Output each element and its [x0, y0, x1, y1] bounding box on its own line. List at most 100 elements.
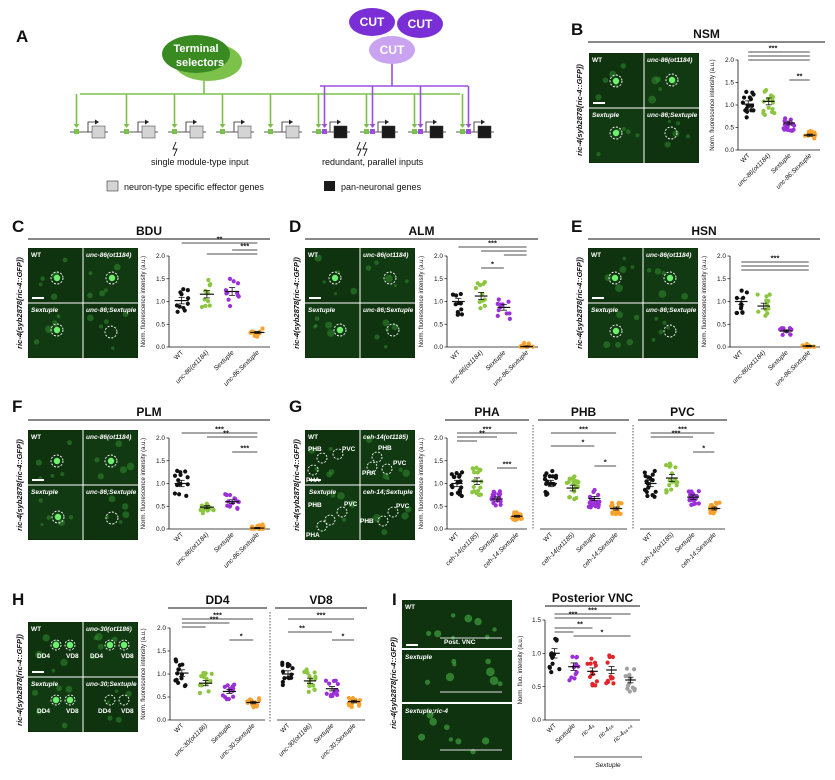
ts-arrowhead — [171, 124, 178, 128]
data-point — [323, 678, 329, 683]
gfp-signal — [654, 316, 659, 321]
data-point — [653, 489, 658, 494]
gfp-signal — [333, 292, 338, 296]
data-point — [696, 489, 701, 494]
data-point — [181, 287, 186, 292]
significance-label: ** — [479, 429, 485, 438]
data-point — [650, 472, 655, 477]
data-point — [567, 495, 572, 500]
data-point — [611, 681, 616, 686]
gfp-signal — [337, 492, 345, 500]
x-tick-label: WT — [642, 531, 654, 543]
gfp-neuron — [668, 76, 676, 84]
data-point — [205, 299, 211, 304]
neuron-label: PVC — [344, 501, 358, 508]
data-point — [252, 333, 257, 339]
y-tick-label: 1.5 — [157, 648, 166, 655]
data-point — [691, 497, 696, 502]
neuron-dashed-circle — [324, 514, 336, 526]
data-point — [571, 482, 576, 487]
data-point — [744, 89, 749, 94]
data-point — [172, 473, 178, 478]
gfp-signal — [604, 274, 612, 282]
neuron-dashed-circle — [332, 448, 344, 460]
ts-motif — [124, 129, 129, 134]
gfp-signal — [366, 437, 373, 444]
ts-arrowhead — [411, 124, 418, 128]
data-point — [175, 468, 180, 473]
panel-label-g: G — [289, 397, 302, 416]
gfp-signal — [51, 668, 56, 673]
data-point — [172, 491, 177, 496]
gfp-signal — [42, 634, 50, 642]
terminal-selector-ellipse — [162, 35, 230, 73]
y-axis-label: Norm. fluorescence intensity (a.u.) — [141, 628, 147, 719]
gfp-signal — [330, 493, 336, 498]
data-point — [307, 684, 312, 689]
data-point — [174, 659, 179, 664]
cut-motif — [322, 129, 327, 134]
data-point — [770, 106, 775, 112]
gfp-neuron — [336, 326, 344, 334]
y-tick-label: 2.0 — [434, 253, 443, 260]
neuron-label: PHA — [306, 532, 320, 539]
gfp-signal — [38, 476, 42, 480]
data-point — [331, 678, 336, 684]
y-tick-label: 0.0 — [434, 344, 443, 351]
y-tick-label: 2.0 — [157, 625, 166, 632]
data-point — [312, 687, 317, 692]
neuron-dashed-circle — [608, 271, 622, 285]
x-tick-label: WT — [173, 722, 185, 734]
y-tick-label: 1.0 — [156, 481, 165, 488]
y-tick-label: 2.0 — [725, 57, 734, 64]
data-point — [335, 681, 340, 687]
y-tick-label: 1.5 — [532, 617, 541, 624]
data-point — [451, 474, 456, 480]
effector-gene-box — [237, 125, 252, 139]
significance-label: ** — [797, 72, 803, 81]
y-axis-label: Norm. fluorescence intensity (a.u.) — [419, 256, 425, 347]
panel-label-c: C — [12, 217, 24, 236]
gfp-signal — [651, 337, 656, 342]
data-point — [744, 290, 749, 295]
data-point — [459, 312, 465, 317]
data-point — [306, 689, 311, 694]
data-point — [286, 675, 291, 680]
data-point — [178, 472, 183, 477]
significance-label: * — [702, 444, 705, 453]
gfp-signal — [60, 658, 68, 667]
x-tick-label: Sextuple — [213, 349, 236, 372]
gfp-signal — [481, 737, 490, 745]
significance-label: * — [240, 632, 243, 641]
data-point — [642, 470, 647, 475]
data-point — [741, 95, 747, 100]
neuron-label: VD8 — [121, 653, 134, 660]
data-point — [280, 679, 285, 685]
y-tick-label: 0.5 — [434, 321, 443, 328]
data-point — [632, 688, 637, 693]
panneuronal-gene-box — [381, 125, 396, 139]
significance-label: *** — [678, 425, 687, 434]
gfp-signal — [485, 658, 491, 665]
neuron-dashed-circle — [64, 639, 76, 651]
neuron-dashed-circle — [383, 271, 397, 285]
promoter-arrow — [137, 121, 146, 132]
data-point — [616, 501, 621, 506]
panel-title: NSM — [693, 27, 720, 41]
gfp-signal — [54, 324, 58, 328]
data-point — [185, 475, 190, 480]
data-point — [236, 294, 241, 299]
micrograph-label: unc-86(ot1184) — [647, 57, 692, 64]
gfp-signal — [65, 685, 73, 693]
data-point — [498, 502, 503, 507]
gfp-neuron — [52, 641, 60, 649]
gfp-signal — [350, 287, 358, 295]
neuron-dashed-circle — [104, 694, 116, 706]
data-point — [227, 492, 233, 498]
gfp-neuron — [66, 641, 74, 649]
gfp-signal — [56, 685, 63, 692]
gfp-signal — [385, 274, 393, 283]
significance-label: *** — [769, 44, 778, 53]
